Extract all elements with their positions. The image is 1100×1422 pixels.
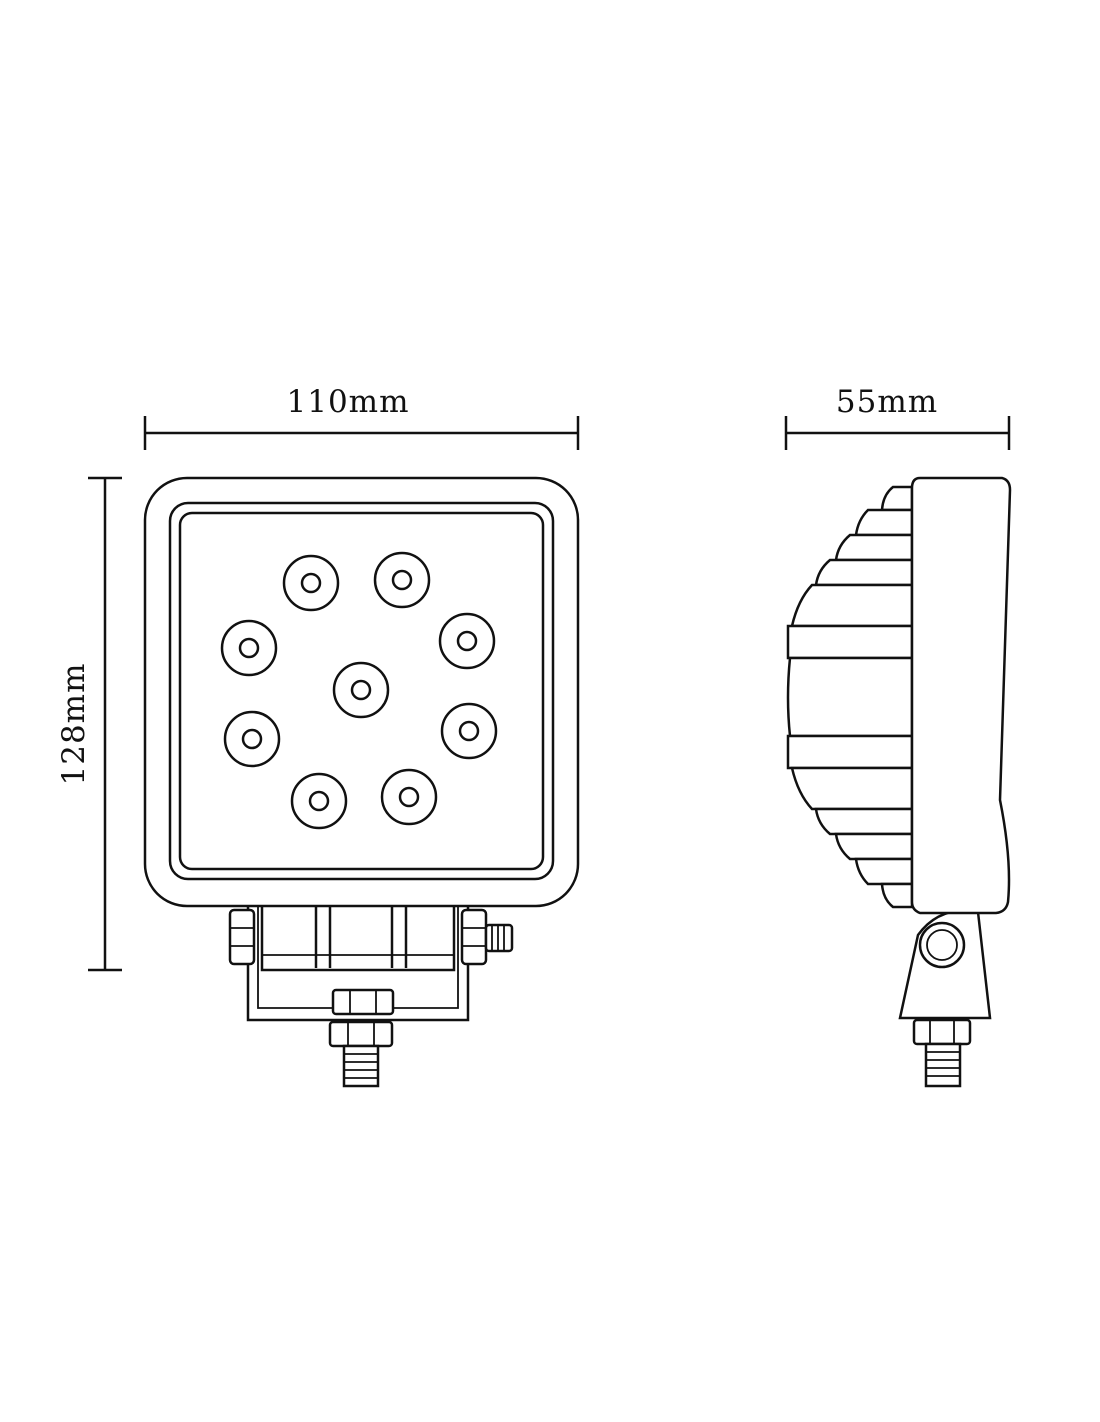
mounting-bracket [228, 898, 514, 1022]
height-dimension-label: 128mm [56, 663, 92, 786]
width-dimension-label: 110mm [287, 384, 410, 420]
depth-dimension: 55mm [784, 384, 1011, 450]
led [332, 661, 390, 719]
led [440, 702, 498, 760]
lens [178, 511, 545, 871]
led [373, 551, 431, 609]
led [380, 768, 438, 826]
side-bracket [898, 909, 992, 1088]
side-view [786, 476, 1012, 1088]
depth-dimension-label: 55mm [836, 384, 938, 420]
led [223, 710, 281, 768]
heatsink-fins [786, 485, 914, 909]
width-dimension: 110mm [143, 384, 580, 450]
led [220, 619, 278, 677]
side-housing [910, 476, 1012, 915]
led-array [220, 551, 498, 830]
front-view [143, 476, 580, 1088]
height-dimension: 128mm [56, 476, 122, 972]
led [282, 554, 340, 612]
led [290, 772, 348, 830]
bottom-stud [328, 988, 395, 1088]
lens-frame [168, 501, 555, 881]
led [438, 612, 496, 670]
